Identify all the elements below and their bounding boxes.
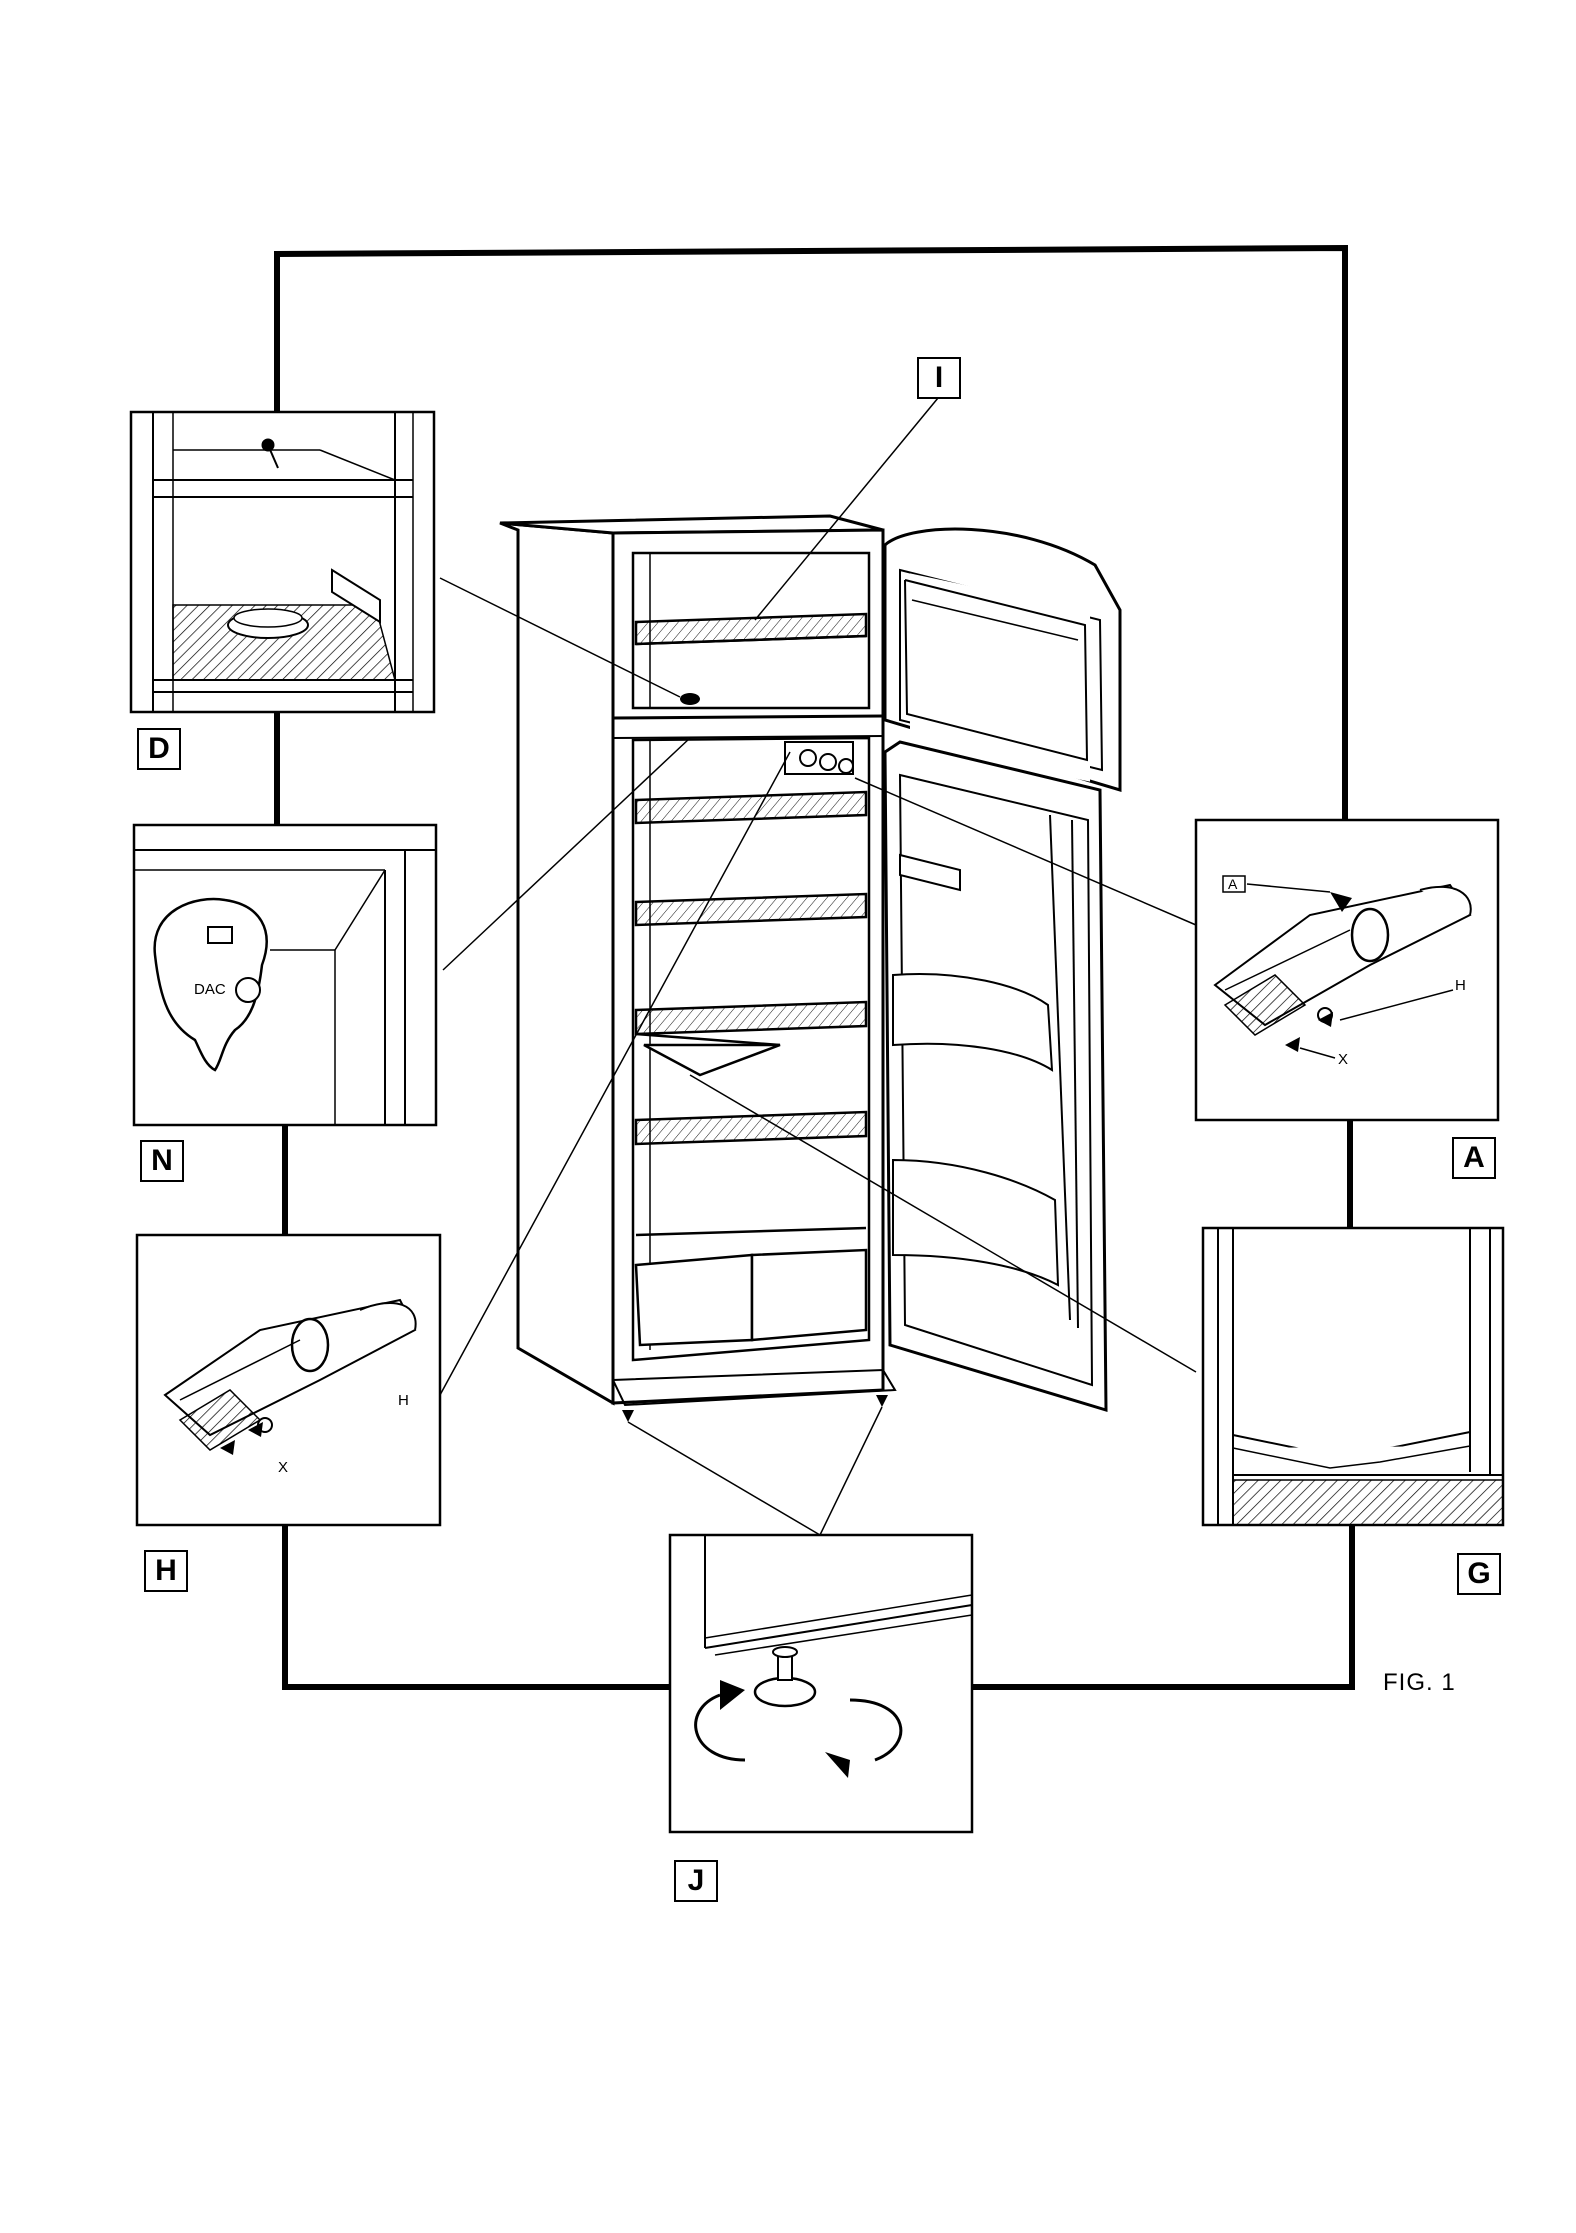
inset-h-h-label: H	[398, 1392, 409, 1409]
callout-n: N	[140, 1140, 184, 1182]
fridge-door	[885, 742, 1106, 1410]
inset-g	[1203, 1228, 1503, 1525]
callout-d: D	[137, 728, 181, 770]
inset-h	[137, 1235, 440, 1525]
callout-i: I	[917, 357, 961, 399]
thermostat-block	[785, 742, 853, 774]
freezer-drain-dot	[680, 693, 700, 705]
figure-caption: FIG. 1	[1383, 1669, 1456, 1697]
inset-a-a-label: A	[1228, 876, 1238, 892]
inset-d	[131, 412, 434, 712]
inset-n	[134, 825, 436, 1125]
callout-h: H	[144, 1550, 188, 1592]
callout-g: G	[1457, 1553, 1501, 1595]
inset-n-dac-label: DAC	[194, 981, 226, 998]
inset-a	[1196, 820, 1498, 1120]
inset-a-h-label: H	[1455, 977, 1466, 994]
callout-j: J	[674, 1860, 718, 1902]
inset-h-x-label: X	[278, 1459, 288, 1476]
inset-j	[670, 1535, 972, 1832]
inset-a-x-label: X	[1338, 1051, 1348, 1068]
callout-a: A	[1452, 1137, 1496, 1179]
